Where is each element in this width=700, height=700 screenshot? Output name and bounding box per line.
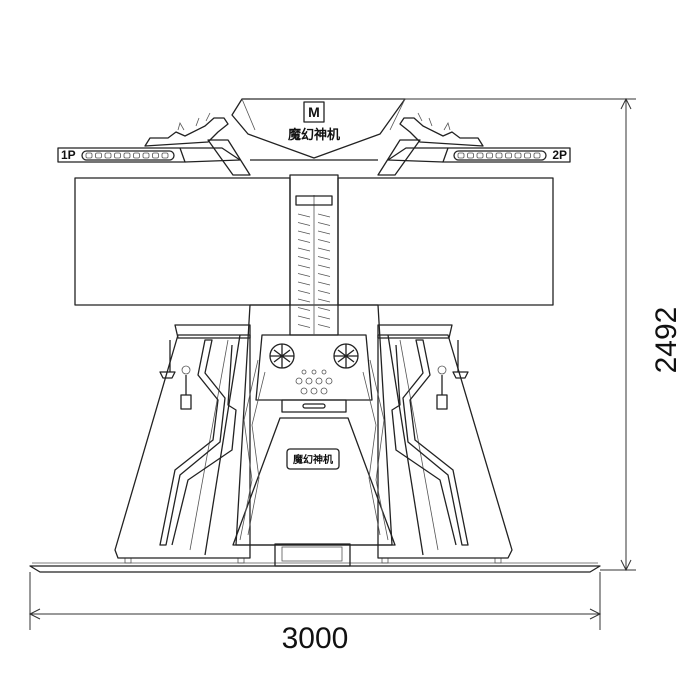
- indicator-light: [524, 152, 531, 159]
- width-dimension-label: 3000: [282, 622, 349, 655]
- indicator-light: [114, 152, 121, 159]
- vent-slots: [297, 213, 331, 328]
- right-led-strips: [362, 339, 469, 546]
- leveling-feet: [124, 557, 502, 564]
- right-monitor: [337, 177, 554, 306]
- indicator-light: [467, 152, 474, 159]
- vent-slot: [297, 298, 311, 303]
- vent-slot: [297, 264, 311, 269]
- indicator-light: [152, 152, 159, 159]
- player2-label: 2P: [552, 148, 567, 162]
- vent-slot: [297, 222, 311, 226]
- indicator-light: [457, 152, 465, 159]
- indicator-light: [495, 152, 503, 159]
- coin-slot: [281, 399, 347, 413]
- indicator-light: [142, 152, 150, 159]
- lower-cabinet: [114, 304, 513, 559]
- logo-monogram: M: [308, 104, 320, 120]
- vent-slot: [317, 247, 331, 252]
- vent-slot: [317, 298, 331, 303]
- vent-slot: [297, 290, 311, 294]
- vent-slot: [317, 290, 331, 294]
- indicator-light: [486, 152, 493, 159]
- left-gun: [144, 112, 229, 147]
- indicator-light: [505, 152, 512, 159]
- vent-slot: [317, 213, 331, 218]
- vent-slot: [297, 247, 311, 252]
- front-sign-plate: 魔幻神机: [286, 448, 340, 470]
- right-gun: [399, 112, 484, 147]
- right-speaker: [333, 343, 359, 369]
- left-monitor: [74, 177, 291, 306]
- vent-slot: [297, 239, 311, 243]
- logo-brand-text: 魔幻神机: [288, 127, 340, 142]
- indicator-light: [85, 152, 93, 159]
- player1-light-row: [85, 152, 169, 159]
- left-speaker: [269, 343, 295, 369]
- indicator-light: [514, 152, 522, 159]
- vent-slot: [317, 307, 331, 311]
- player2-light-row: [457, 152, 541, 159]
- vent-slot: [317, 264, 331, 269]
- right-side-handle: [436, 340, 469, 410]
- left-side-handle: [159, 340, 192, 410]
- control-buttons: [295, 369, 333, 395]
- vent-slot: [297, 307, 311, 311]
- vent-slot: [317, 230, 331, 235]
- indicator-light: [476, 152, 484, 159]
- vent-slot: [317, 324, 331, 328]
- height-dimension-label: 2492: [650, 307, 683, 374]
- indicator-light: [123, 152, 131, 159]
- vent-slot: [317, 273, 331, 277]
- vent-slot: [297, 213, 311, 218]
- vent-slot: [297, 273, 311, 277]
- front-panel-sign: 魔幻神机: [293, 453, 333, 466]
- player1-label: 1P: [61, 148, 76, 162]
- vent-slot: [297, 256, 311, 260]
- vent-slot: [317, 281, 331, 286]
- central-spine: [289, 174, 339, 336]
- indicator-light: [161, 152, 169, 159]
- vent-slot: [297, 315, 311, 320]
- vent-slot: [317, 239, 331, 243]
- vent-slot: [297, 324, 311, 328]
- indicator-light: [95, 152, 102, 159]
- vent-slot: [317, 222, 331, 226]
- brand-logo: M 魔幻神机: [288, 101, 340, 142]
- height-dimension: 2492: [250, 97, 683, 572]
- monitors: [74, 177, 554, 306]
- vent-slot: [317, 256, 331, 260]
- vent-slot: [317, 315, 331, 320]
- indicator-light: [133, 152, 140, 159]
- left-led-strips: [159, 339, 266, 546]
- indicator-light: [104, 152, 112, 159]
- width-dimension: 3000: [28, 572, 602, 655]
- indicator-light: [533, 152, 541, 159]
- vent-slot: [297, 230, 311, 235]
- vent-slot: [297, 281, 311, 286]
